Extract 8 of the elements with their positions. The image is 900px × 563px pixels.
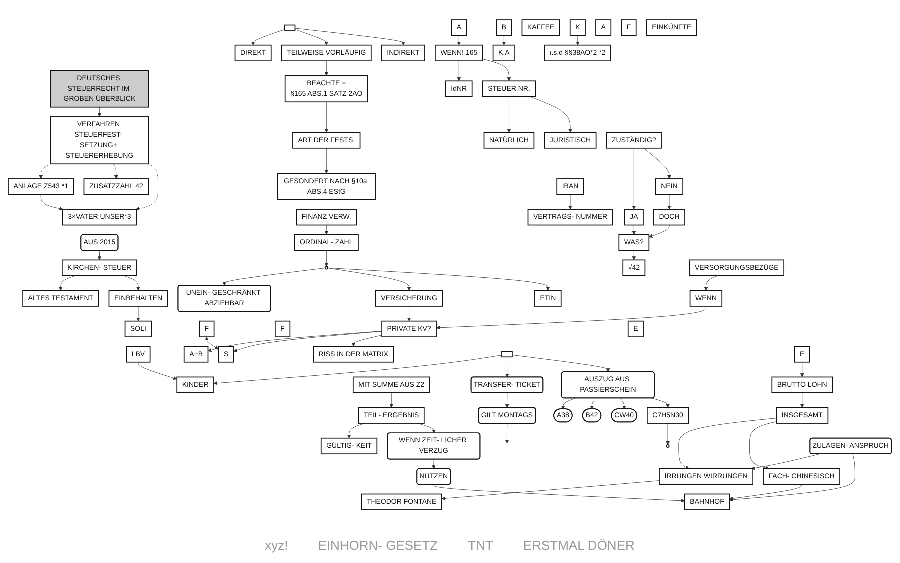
note-text: TNT: [468, 538, 494, 552]
note-text: EINHORN- GESETZ: [318, 538, 438, 552]
note-text: xyz!: [265, 538, 288, 552]
note-text: ERSTMAL DÖNER: [523, 538, 635, 552]
node-box: [502, 351, 513, 358]
node-circle: [666, 444, 670, 448]
node-circle: [324, 266, 328, 270]
node-box: [284, 24, 296, 31]
